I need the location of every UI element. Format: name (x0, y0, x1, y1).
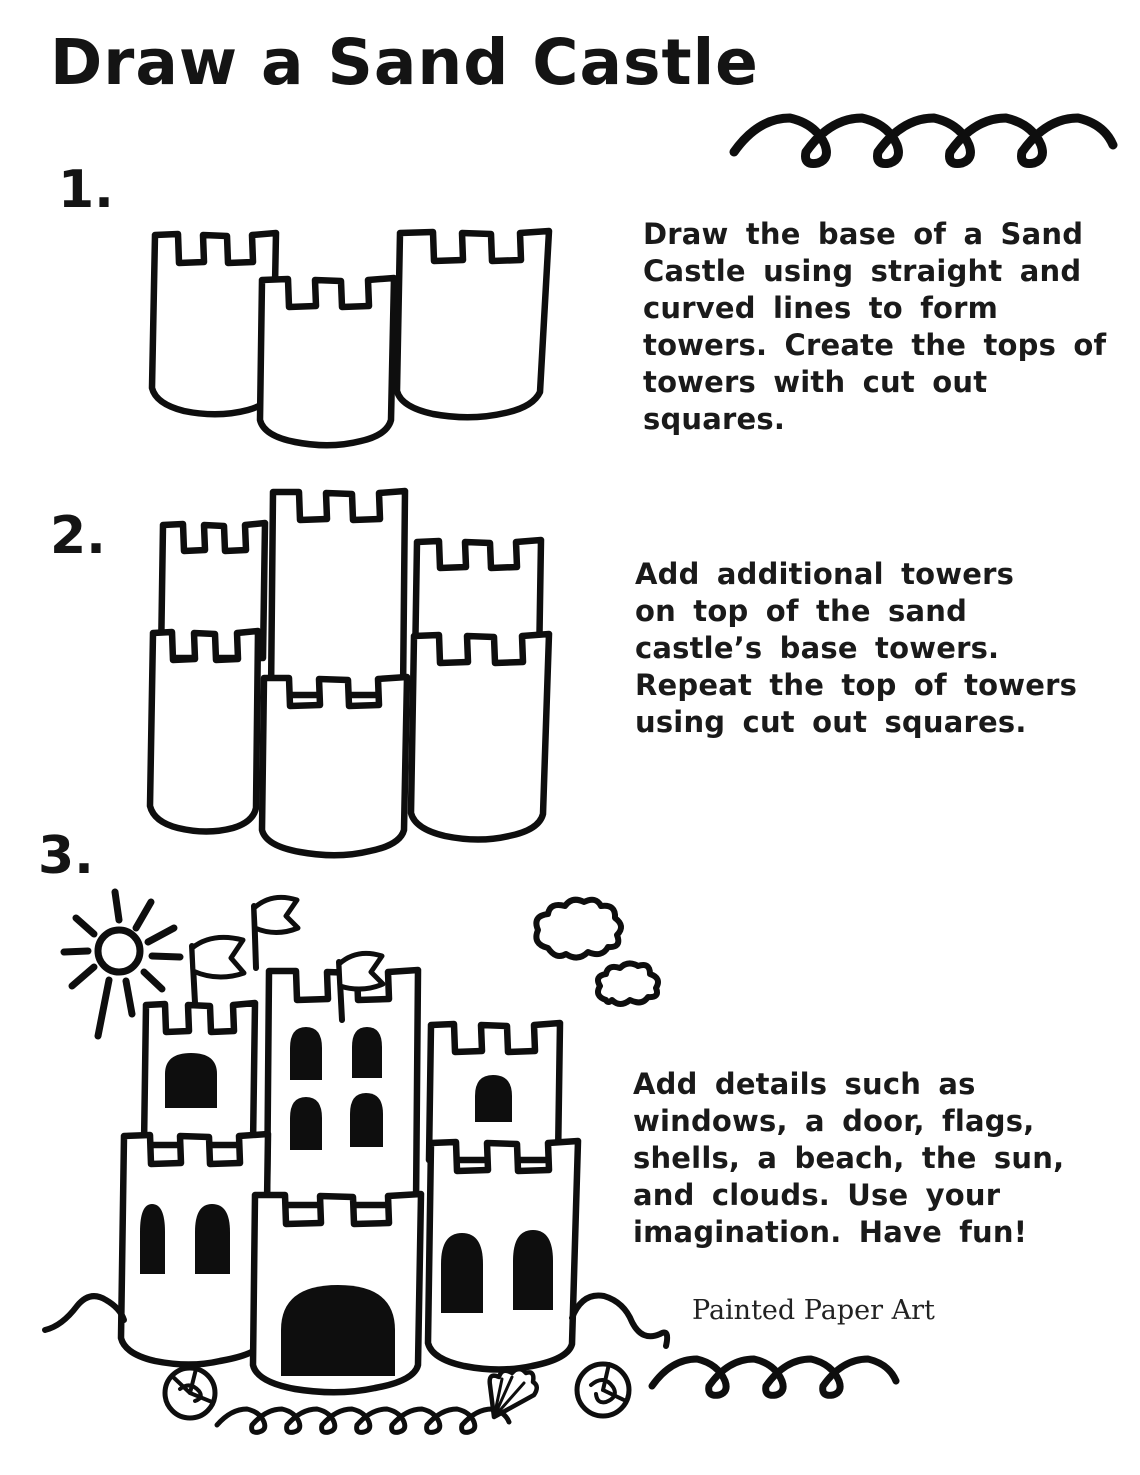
beach-line (42, 1292, 671, 1349)
step-1-castle-sketch (148, 227, 553, 449)
seashell-icon (162, 1365, 218, 1421)
step-2-number: 2. (50, 506, 106, 566)
flag-icon (189, 894, 386, 1023)
step-2-instruction: Add additional towers on top of the sand… (635, 557, 1078, 739)
step-1-number: 1. (58, 160, 114, 220)
castle-door (281, 1285, 395, 1376)
tower (148, 227, 553, 449)
page-title: Draw a Sand Castle (50, 26, 759, 99)
seashell-icon (574, 1361, 632, 1419)
step-3-castle-sketch (42, 888, 671, 1435)
tower (146, 487, 553, 859)
credit-line: Painted Paper Art (692, 1295, 935, 1326)
bottom-wave-icon (648, 1355, 900, 1399)
cloud-icon (533, 896, 661, 1007)
step-3-instruction: Add details such as windows, a door, fla… (633, 1067, 1065, 1249)
top-wave-icon (729, 113, 1118, 168)
sun-icon (60, 888, 184, 1040)
step-1-instruction: Draw the base of a Sand Castle using str… (643, 217, 1107, 436)
castle-windows (140, 1027, 553, 1313)
water-squiggle-icon (214, 1406, 512, 1435)
step-2-castle-sketch (146, 487, 553, 859)
step-3-number: 3. (38, 826, 94, 886)
